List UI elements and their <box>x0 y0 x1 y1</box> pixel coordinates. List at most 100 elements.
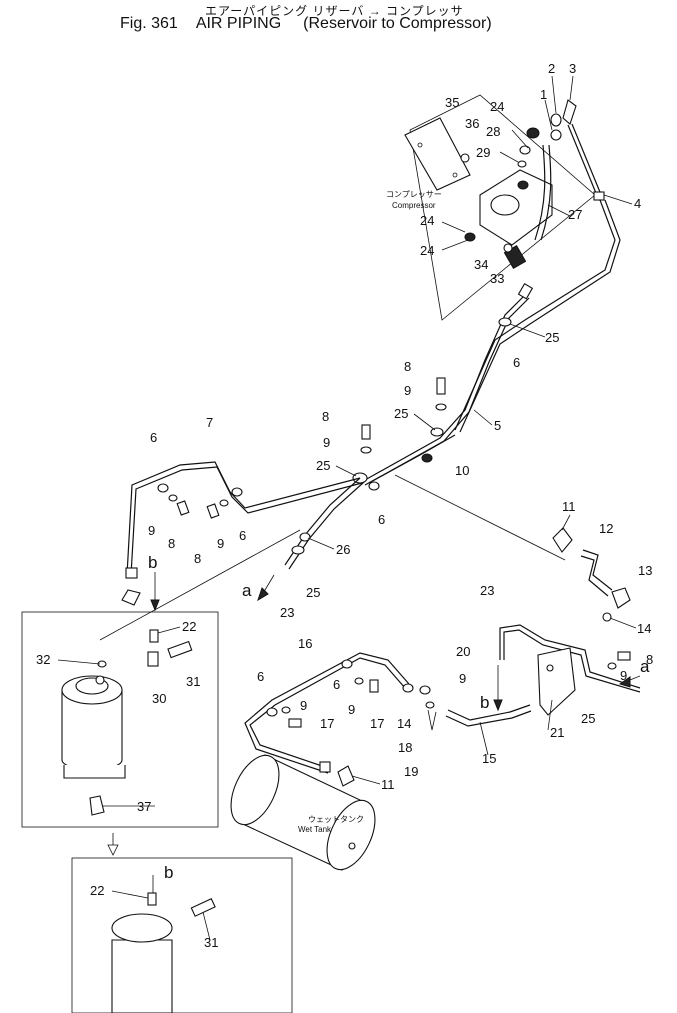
callout-5: 5 <box>494 418 501 433</box>
callout-24-a: 24 <box>490 99 504 114</box>
elbow-3 <box>562 99 577 125</box>
arrow-a-head <box>257 587 269 602</box>
callout-30: 30 <box>152 691 166 706</box>
reservoir-detail <box>21 611 219 856</box>
elbow-11 <box>552 527 573 553</box>
leader-3 <box>569 75 574 101</box>
fitting-pipe-4-top <box>593 191 605 201</box>
washer-34 <box>503 243 513 253</box>
washer-9-lower-left <box>281 706 291 714</box>
leader-14-a <box>609 617 637 629</box>
callout-21: 21 <box>550 725 564 740</box>
bolts-and-washers <box>168 377 447 519</box>
leader-28 <box>511 129 529 149</box>
callout-numbers: 1 2 3 4 5 6 6 6 6 6 6 7 8 8 8 8 8 9 9 9 … <box>36 61 653 950</box>
wet-tank-label: Wet Tank <box>298 825 332 834</box>
bolt-8-upper <box>436 377 446 395</box>
callout-31-a: 31 <box>186 674 200 689</box>
bolt-8-mid <box>361 424 371 440</box>
clamp-6 <box>368 481 380 491</box>
pipe-23-upper-outline <box>288 481 365 570</box>
callout-8-d: 8 <box>194 551 201 566</box>
callout-32: 32 <box>36 652 50 667</box>
mounting-plate <box>404 117 471 191</box>
pipe-5 <box>364 294 526 481</box>
pipe-3-to-4 <box>567 124 599 199</box>
elbow-30 <box>147 651 159 667</box>
leader-5 <box>473 409 493 426</box>
callout-33: 33 <box>490 271 504 286</box>
figure-subtitle: (Reservoir to Compressor) <box>303 15 492 32</box>
callout-16: 16 <box>298 636 312 651</box>
clamp-25-mid <box>430 427 444 437</box>
bracket-hole <box>546 664 554 672</box>
leader-22-b <box>111 890 149 899</box>
fitting-26 <box>299 532 311 542</box>
callout-7: 7 <box>206 415 213 430</box>
leader-11-b <box>351 775 381 785</box>
callout-6-b: 6 <box>150 430 157 445</box>
leader-2 <box>551 75 557 114</box>
callout-37: 37 <box>137 799 151 814</box>
clamp-6-lower-left <box>266 707 278 717</box>
view-letter-b-lower: b <box>480 693 489 712</box>
compressor-label: Compressor <box>392 201 436 210</box>
arrow-b-head <box>150 599 160 612</box>
reservoir-detail-frame <box>21 611 219 828</box>
washer-9-mid <box>360 446 372 454</box>
washer-9-right <box>607 662 617 670</box>
callout-14-b: 14 <box>397 716 411 731</box>
leader-24-b <box>441 221 466 233</box>
clamp-25-upper <box>498 317 512 327</box>
callout-24-c: 24 <box>420 243 434 258</box>
bolt-17-left <box>288 718 302 728</box>
washer-9-lower <box>354 677 364 685</box>
alternate-detail-frame <box>71 857 293 1013</box>
callout-3: 3 <box>569 61 576 76</box>
wet-tank-end-right <box>326 799 376 871</box>
callout-6-d: 6 <box>378 512 385 527</box>
pipe-7 <box>126 461 361 576</box>
leader-25-c <box>335 465 357 477</box>
arrow-a-right-head <box>618 676 631 688</box>
clamp-6-lower <box>341 659 353 669</box>
pipe-4 <box>454 199 616 431</box>
compressor-jp-label: コンプレッサー <box>386 190 442 199</box>
wet-tank-drain <box>348 842 356 850</box>
leader-11-a <box>561 514 571 531</box>
wet-tank-jp-label: ウェットタンク <box>308 815 364 824</box>
callout-9-d: 9 <box>217 536 224 551</box>
callout-1: 1 <box>540 87 547 102</box>
connector-2 <box>550 113 562 127</box>
leader-to-11-right <box>394 474 566 561</box>
figure-number: Fig. 361 <box>120 15 178 32</box>
pipe-16 <box>249 657 406 769</box>
leader-25-b <box>413 413 436 431</box>
leader-24-c <box>441 239 469 251</box>
fitting-1 <box>550 129 562 141</box>
leader-1 <box>544 99 553 131</box>
washer-9-left2 <box>219 499 229 507</box>
callout-24-b: 24 <box>420 213 434 228</box>
japanese-title: エアーパイピング リザーバ → コンプレッサ <box>205 4 464 18</box>
bolt-17-right <box>369 679 379 693</box>
leader-lines <box>57 75 637 941</box>
compressor-head <box>490 194 520 216</box>
pipe-15-outline <box>445 710 532 727</box>
leader-25-a <box>509 323 546 338</box>
callout-6-c: 6 <box>239 528 246 543</box>
callout-36: 36 <box>465 116 479 131</box>
wet-tank-end-left <box>230 754 280 826</box>
compressor-detail-frame <box>409 94 596 321</box>
callout-6-a: 6 <box>513 355 520 370</box>
callout-23-a: 23 <box>280 605 294 620</box>
leader-to-reservoir <box>99 529 301 641</box>
callout-22-a: 22 <box>182 619 196 634</box>
alt-reservoir-top <box>111 913 173 943</box>
alt-reservoir-body <box>111 939 173 1013</box>
callout-8-b: 8 <box>322 409 329 424</box>
plate-bolt-hole <box>417 142 423 148</box>
leader-29 <box>499 151 519 163</box>
nut-20 <box>419 685 431 695</box>
callout-9-g: 9 <box>300 698 307 713</box>
